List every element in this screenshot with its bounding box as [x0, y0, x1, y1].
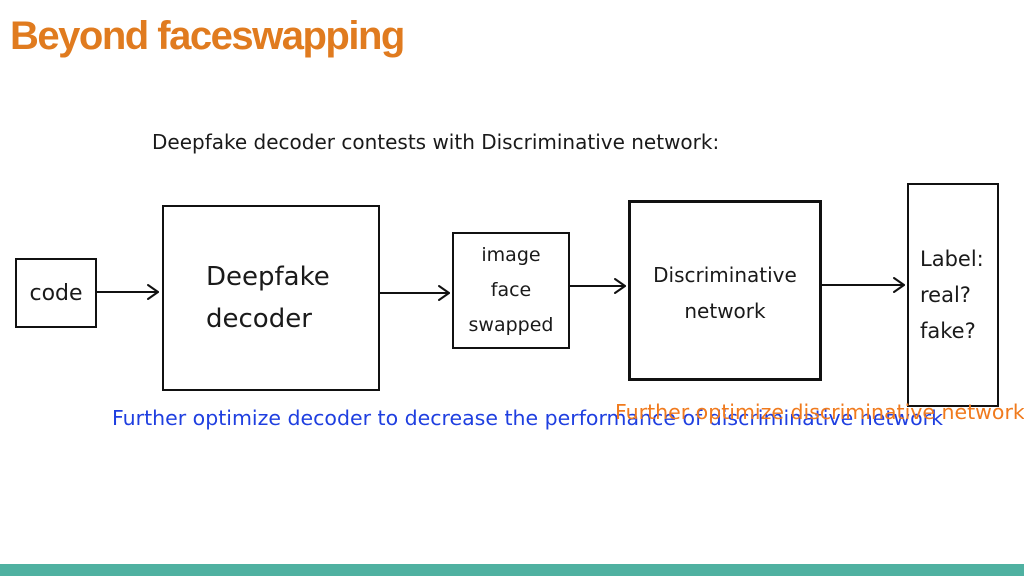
deepfake-decoder-node-label: Deepfake decoder: [206, 262, 330, 334]
arrow-image-to-discriminator: [569, 278, 626, 294]
arrow-discriminator-to-label: [821, 277, 905, 293]
code-node: code: [15, 258, 97, 328]
bottom-accent-bar: [0, 564, 1024, 576]
slide-title: Beyond faceswapping: [10, 14, 405, 58]
discriminative-network-node-label: Discriminative network: [653, 263, 797, 323]
decoder-optimization-note: Further optimize decoder to decrease the…: [112, 406, 943, 430]
label-node-label: Label: real? fake?: [920, 247, 984, 343]
discriminator-optimization-note: Further optimize discriminative network …: [615, 400, 1024, 424]
code-node-label: code: [29, 280, 83, 306]
arrow-decoder-to-image: [379, 285, 450, 301]
deepfake-decoder-node: Deepfake decoder: [162, 205, 380, 391]
diagram-subtitle: Deepfake decoder contests with Discrimin…: [152, 130, 720, 154]
label-node: Label: real? fake?: [907, 183, 999, 407]
image-face-swapped-node: image face swapped: [452, 232, 570, 349]
image-face-swapped-node-label: image face swapped: [468, 244, 554, 336]
discriminative-network-node: Discriminative network: [628, 200, 822, 381]
arrow-code-to-decoder: [96, 284, 159, 300]
